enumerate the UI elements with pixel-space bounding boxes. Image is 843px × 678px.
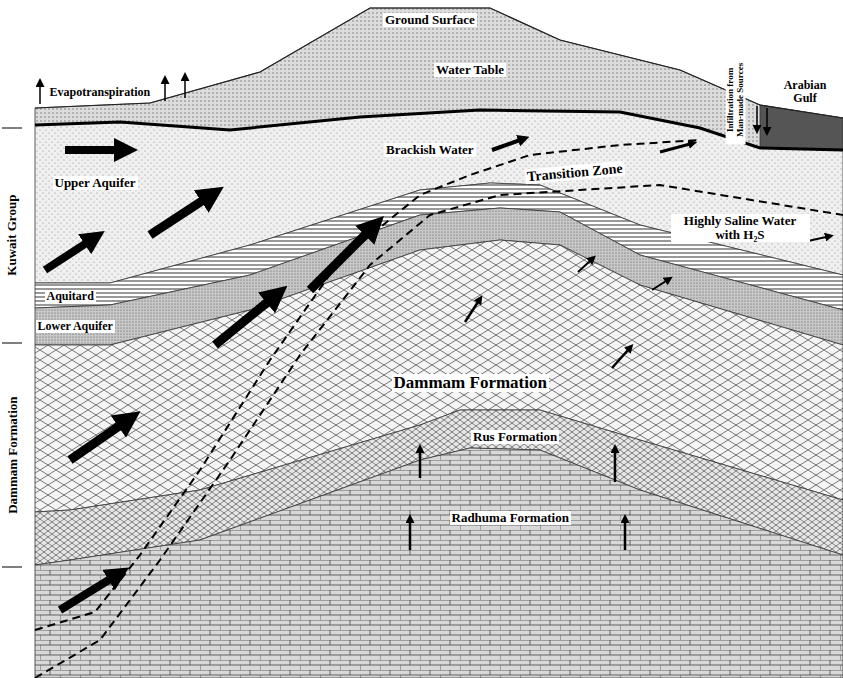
zone-label: Transition Zone: [525, 160, 626, 184]
layer-label: Aquitard: [45, 290, 96, 303]
dashed-boundary: [35, 140, 700, 630]
dashed-boundary: [35, 185, 843, 678]
sea-label: Arabian Gulf: [776, 79, 835, 105]
process-label: Infiltration from Man-made Sources: [725, 55, 745, 144]
layer-label: Upper Aquifer: [53, 176, 138, 190]
formation-label: Rus Formation: [471, 430, 559, 444]
layer-label: Lower Aquifer: [36, 320, 115, 333]
water-quality-label: Highly Saline Water with H₂S: [671, 214, 810, 243]
group-label: Kuwait Group: [5, 193, 19, 278]
strata: [35, 8, 843, 678]
process-label: Evapotranspiration: [48, 86, 153, 99]
formation-label: Radhuma Formation: [450, 511, 571, 525]
water-quality-label: Brackish Water: [384, 143, 476, 157]
formation-label: Dammam Formation: [392, 374, 549, 393]
water-table-label: Water Table: [434, 63, 506, 77]
group-label: Dammam Formation: [5, 394, 19, 515]
flow-arrows: [40, 80, 826, 610]
scale-ticks: [2, 128, 22, 567]
transition-boundaries: [35, 140, 843, 678]
radhuma-layer: [35, 448, 843, 678]
ground-line: [35, 8, 843, 118]
surface-label: Ground Surface: [383, 13, 477, 27]
